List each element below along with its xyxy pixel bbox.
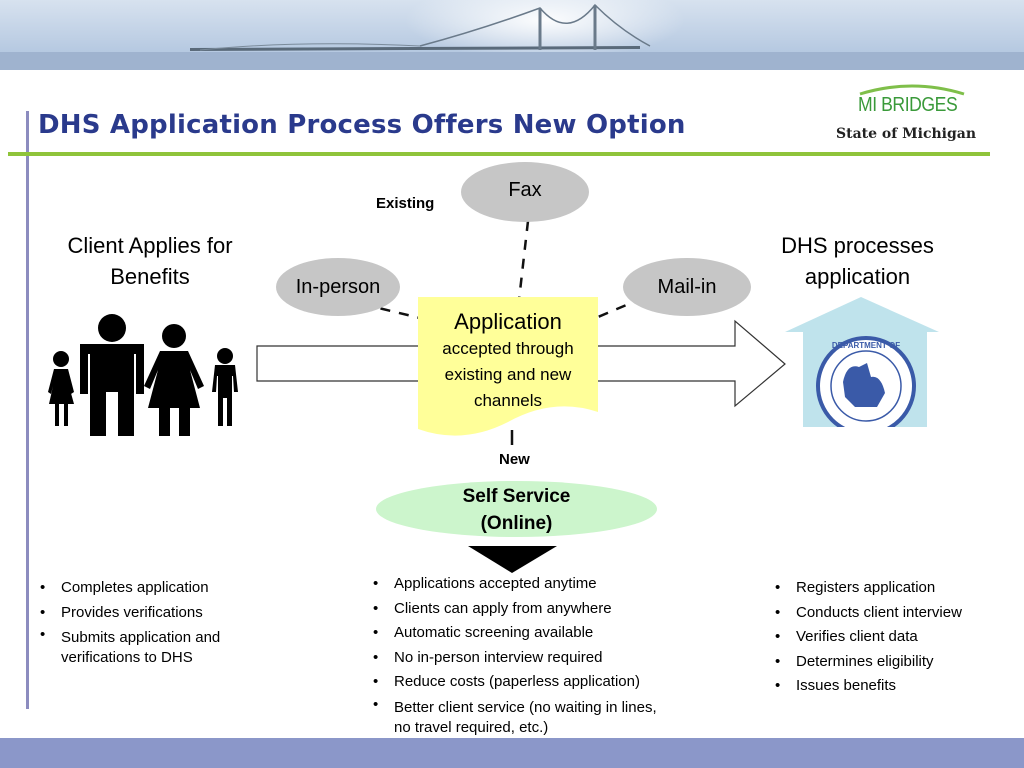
self-service-line2: (Online) [480, 513, 553, 534]
client-heading-line1: Client Applies for [67, 233, 233, 258]
footer-bar [0, 738, 1024, 768]
left-accent-bar [26, 111, 29, 709]
list-item: Applications accepted anytime [367, 572, 687, 597]
dhs-task-list: Registers application Conducts client in… [769, 576, 1009, 699]
list-item: Provides verifications [34, 601, 274, 626]
header-banner [0, 0, 1024, 70]
list-item: Issues benefits [769, 674, 1009, 699]
logo-main-text: MI BRIDGES [858, 94, 958, 116]
dhs-heading-line2: application [804, 264, 911, 289]
fax-channel-label: Fax [508, 178, 542, 201]
down-triangle-icon [468, 546, 557, 573]
list-item: Clients can apply from anywhere [367, 597, 687, 622]
new-label: New [499, 451, 530, 468]
family-icon [48, 314, 238, 436]
fax-connector [517, 220, 530, 301]
in-person-channel-label: In-person [295, 275, 381, 298]
title-divider [8, 152, 990, 156]
dhs-heading: DHS processes application [750, 230, 965, 292]
list-item: Submits application and verifications to… [34, 625, 274, 668]
mi-bridges-logo: MI BRIDGES State of Michigan [830, 80, 995, 150]
document-shape [418, 297, 598, 436]
application-box-line3: channels [473, 391, 543, 410]
self-service-line1: Self Service [462, 486, 571, 507]
list-item: Verifies client data [769, 625, 1009, 650]
client-heading: Client Applies for Benefits [46, 230, 254, 292]
logo-sub-text: State of Michigan [836, 126, 977, 142]
list-item: Automatic screening available [367, 621, 687, 646]
list-item: Conducts client interview [769, 601, 1009, 626]
bridge-banner-image [0, 0, 1024, 70]
list-item: Reduce costs (paperless application) [367, 670, 687, 695]
self-service-benefit-list: Applications accepted anytime Clients ca… [367, 572, 687, 738]
list-item: No in-person interview required [367, 646, 687, 671]
list-item: Better client service (no waiting in lin… [367, 695, 667, 738]
application-box: Application accepted through existing an… [418, 297, 598, 442]
list-item: Registers application [769, 576, 1009, 601]
dhs-heading-line1: DHS processes [781, 233, 934, 258]
mail-in-channel: Mail-in [623, 258, 751, 316]
list-item: Completes application [34, 576, 274, 601]
application-box-line1: accepted through [442, 339, 574, 358]
self-service-channel: Self Service (Online) [376, 481, 657, 537]
application-box-line2: existing and new [444, 365, 572, 384]
list-item: Determines eligibility [769, 650, 1009, 675]
logo-arc-icon [859, 84, 965, 96]
existing-label: Existing [376, 195, 435, 212]
dhs-building-icon: DEPARTMENT OF [785, 297, 939, 427]
client-task-list: Completes application Provides verificat… [34, 576, 274, 668]
page-title: DHS Application Process Offers New Optio… [38, 110, 686, 140]
application-box-title: Application [454, 309, 562, 334]
in-person-channel: In-person [276, 258, 400, 316]
client-heading-line2: Benefits [110, 264, 190, 289]
svg-text:DEPARTMENT OF: DEPARTMENT OF [832, 341, 900, 350]
fax-channel: Fax [461, 162, 589, 222]
mail-in-channel-label: Mail-in [657, 275, 717, 298]
